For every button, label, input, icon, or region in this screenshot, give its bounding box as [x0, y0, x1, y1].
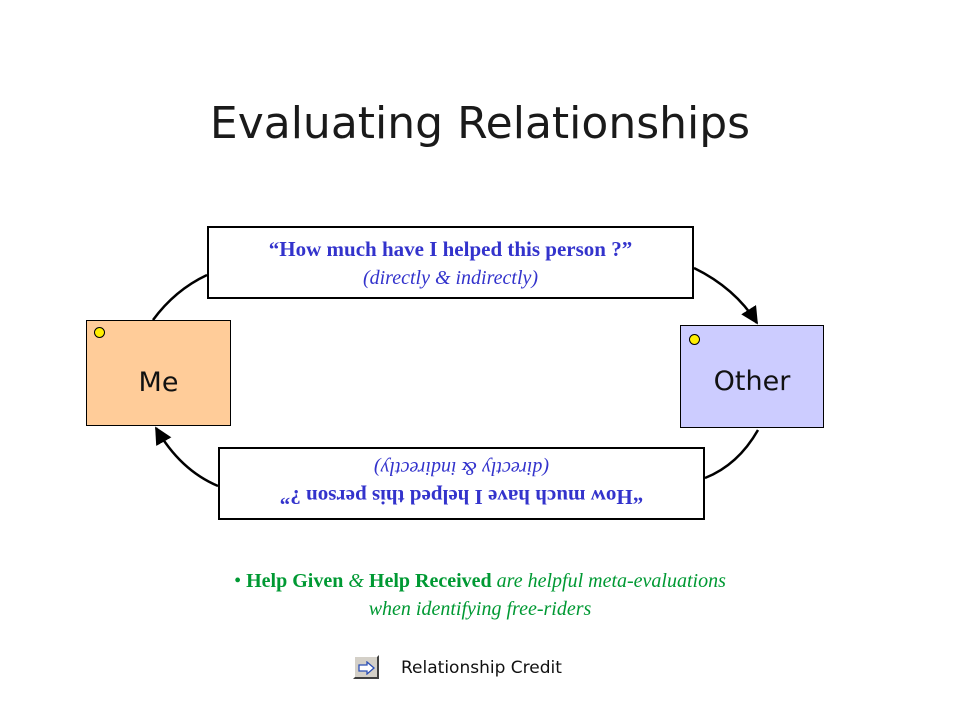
arc-top-right: [693, 266, 759, 325]
relationship-credit-link[interactable]: Relationship Credit: [401, 658, 562, 678]
help-given-question: “How much have I helped this person ?”: [268, 237, 633, 261]
footnote-line-2: when identifying free-riders: [0, 595, 960, 623]
other-node: Other: [680, 325, 824, 428]
help-given-qualifier: (directly & indirectly): [362, 267, 539, 289]
smiley-icon: [689, 334, 700, 345]
help-given-box: “How much have I helped this person ?” (…: [207, 226, 694, 299]
help-received-qualifier: (directly & indirectly): [373, 457, 550, 479]
help-received-box: “How much have I helped this person ?” (…: [218, 447, 705, 520]
footnote-line-1: • Help Given & Help Received are helpful…: [0, 567, 960, 595]
term-help-received: Help Received: [368, 570, 492, 592]
footnote-rest-2: when identifying free-riders: [368, 598, 592, 620]
next-slide-button[interactable]: [353, 655, 379, 679]
page-title: Evaluating Relationships: [209, 98, 751, 149]
smiley-icon: [94, 327, 105, 338]
other-label: Other: [713, 366, 791, 397]
term-help-given: Help Given: [246, 570, 344, 592]
bullet: •: [234, 570, 242, 592]
footnote: • Help Given & Help Received are helpful…: [0, 567, 960, 623]
conjunction: &: [348, 570, 364, 592]
arc-top-left: [151, 273, 208, 321]
me-label: Me: [138, 367, 179, 398]
footnote-rest-1: are helpful meta-evaluations: [496, 570, 726, 592]
arc-bottom-left: [154, 426, 219, 488]
help-received-question: “How much have I helped this person ?”: [279, 485, 644, 509]
me-node: Me: [86, 320, 231, 426]
arc-bottom-right: [704, 429, 760, 480]
arrow-right-icon: [358, 661, 375, 675]
